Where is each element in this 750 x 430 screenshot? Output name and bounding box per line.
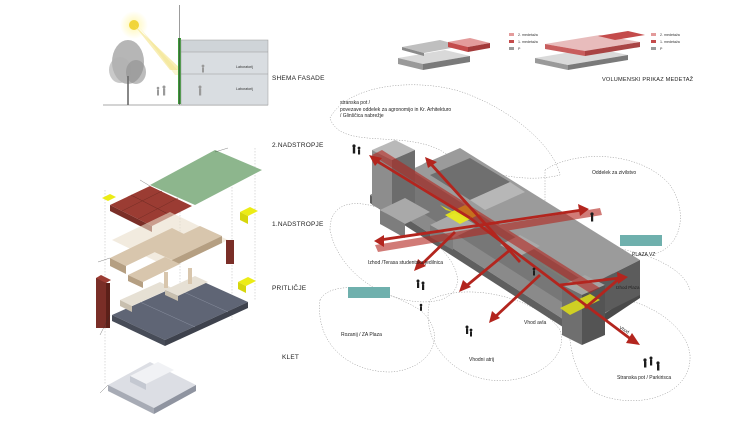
volume-diagrams (398, 31, 656, 70)
site-izhod: Izhod /Terasa studentska jedilnica (368, 260, 444, 266)
site-oddelek: Oddelek za zivilstvo (592, 170, 637, 176)
volume-legend-2: 1. medetaža (518, 40, 538, 44)
volume-legend-1: 2. medetaža (518, 33, 538, 37)
facade-lab-lower: Laboratorij (236, 87, 253, 91)
volume-legend-r3: P (660, 47, 663, 51)
volume-legend-3: P (518, 47, 521, 51)
exploded-annotations (97, 147, 229, 394)
basement-slab (108, 362, 196, 408)
facade-scheme (103, 5, 269, 106)
facade-title: SHEMA FASADE (272, 75, 325, 82)
people-icon (352, 144, 660, 371)
tree-icon (109, 40, 146, 105)
site-axonometric (319, 84, 691, 401)
floor2-label: 2.NADSTROPJE (272, 142, 324, 149)
ground-slab (112, 278, 248, 340)
people-icon (156, 64, 205, 96)
teal-marker-east (620, 235, 662, 246)
ground-brick-tower (96, 278, 106, 328)
site-plaza-vz: PLAZA VZ (632, 252, 656, 258)
site-vhod-avla: Vhod avla (524, 320, 547, 326)
site-stranska-pot: Stranska pot / Parkirisca (617, 375, 672, 381)
volume-title: VOLUMENSKI PRIKAZ MEDETAŽ (602, 77, 694, 83)
volume-legend-r2: 1. medetaža (660, 40, 680, 44)
floor1-slab-a (110, 228, 188, 266)
site-rozanij: Rozanij / ZA Plaza (341, 332, 382, 338)
floor2-green-roof (150, 150, 262, 205)
arrow-heads (369, 155, 640, 345)
site-izhod-plaza: Izhod Plaza (616, 285, 640, 290)
site-vhodni-atrij: Vhodni atrij (469, 357, 495, 363)
circulation-arrows (374, 158, 633, 342)
floor1-label: 1.NADSTROPJE (272, 221, 324, 228)
basement-label: KLET (282, 354, 300, 361)
facade-lab-upper: Laboratorij (236, 65, 253, 69)
volume-legend-r1: 2. medetaža (660, 33, 680, 37)
floor1-slab-b (150, 226, 222, 260)
exploded-axonometric (96, 148, 262, 414)
teal-marker-west (348, 287, 390, 298)
ground-label: PRITLIČJE (272, 285, 307, 292)
site-top-note: stranska pot / povezave oddelek za agron… (340, 100, 452, 119)
